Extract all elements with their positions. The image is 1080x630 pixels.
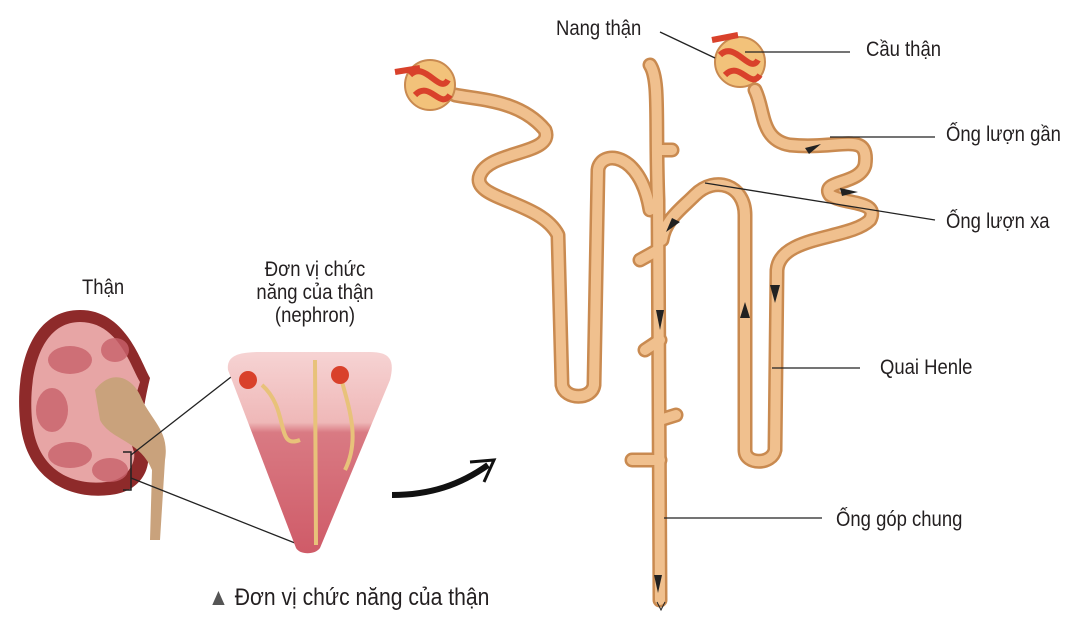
flow-arrow-icons xyxy=(654,144,858,612)
leader-lines xyxy=(659,31,936,519)
label-ong-luon-gan: Ống lượn gần xyxy=(946,123,1061,146)
kidney-illustration xyxy=(19,310,301,546)
label-ong-gop-chung: Ống góp chung xyxy=(836,508,963,531)
label-quai-henle: Quai Henle xyxy=(880,356,973,379)
nephron-cone-illustration xyxy=(227,352,392,554)
nephron-line-3: (nephron) xyxy=(274,304,356,328)
nephron-line-1: Đơn vị chức xyxy=(264,258,366,281)
zoom-arrow-icon xyxy=(391,462,490,498)
label-nang-than: Nang thận xyxy=(556,17,642,40)
figure-caption: ▲ Đơn vị chức năng của thận xyxy=(208,584,490,611)
label-nephron: Đơn vị chức năng của thận (nephron) xyxy=(249,258,381,327)
label-ong-luon-xa: Ống lượn xa xyxy=(946,210,1050,233)
label-cau-than: Cầu thận xyxy=(866,38,942,61)
glomerulus-left xyxy=(394,59,456,111)
label-than: Thận xyxy=(82,276,125,299)
caption-text: Đơn vị chức năng của thận xyxy=(234,584,490,611)
nephron-line-2: năng của thận xyxy=(256,281,374,305)
triangle-marker-icon: ▲ xyxy=(208,584,229,611)
glomerulus-right xyxy=(711,32,766,88)
nephron-tubes xyxy=(447,57,872,608)
